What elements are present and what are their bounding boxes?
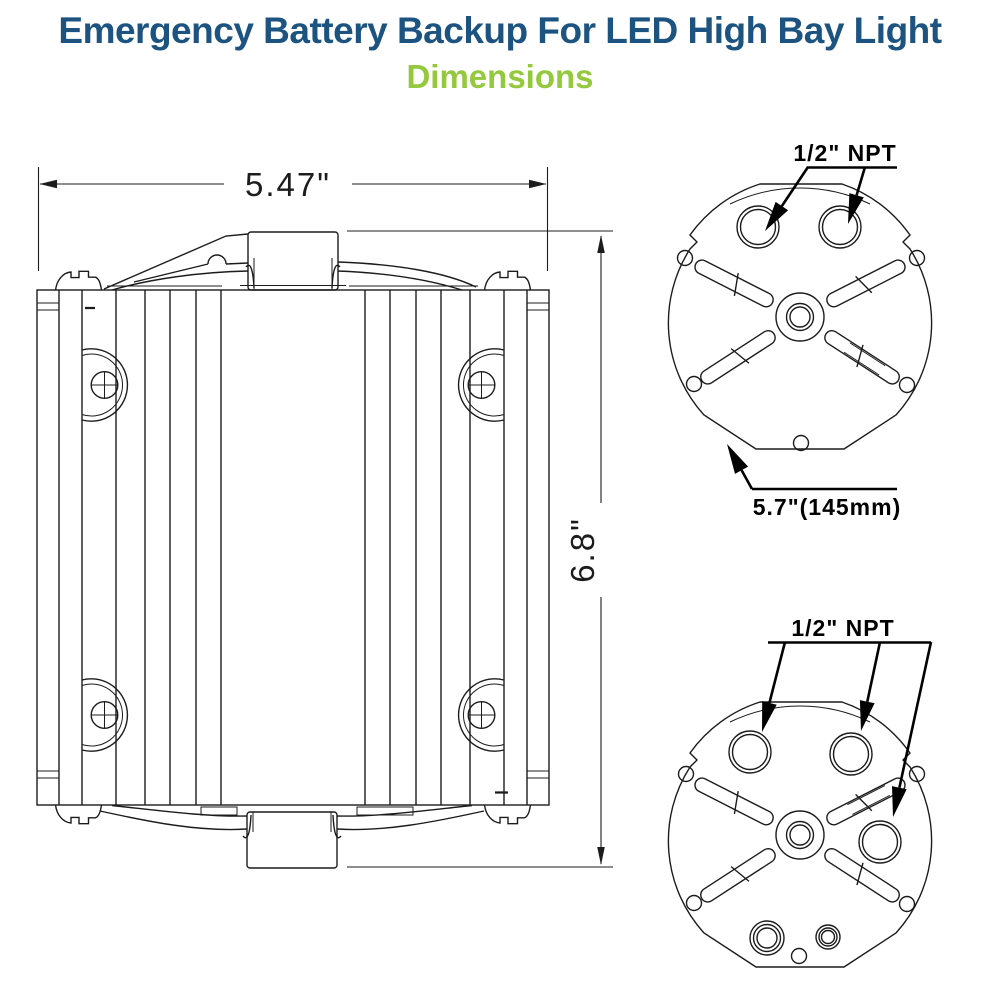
top-view-diameter-callout: 5.7"(145mm)	[727, 444, 901, 520]
top-view-npt-label: 1/2" NPT	[793, 140, 896, 166]
bottom-view-npt-callout: 1/2" NPT	[762, 615, 933, 817]
bottom-view-npt-label: 1/2" NPT	[791, 615, 894, 641]
header: Emergency Battery Backup For LED High Ba…	[0, 0, 1000, 96]
top-view-drawing: 1/2" NPT 5.7"(145mm)	[667, 140, 933, 520]
top-view-diameter-label: 5.7"(145mm)	[753, 494, 901, 520]
cable-gland-large	[749, 920, 785, 956]
page-title: Emergency Battery Backup For LED High Ba…	[58, 10, 942, 51]
top-view-npt-callout: 1/2" NPT	[765, 140, 897, 231]
screw-boss-top-right	[457, 348, 505, 422]
top-bracket	[103, 231, 477, 291]
page-subtitle: Dimensions	[406, 58, 594, 95]
height-dimension-label: 6.8"	[564, 517, 601, 583]
cable-gland-small	[815, 924, 841, 950]
front-view-drawing	[36, 231, 550, 869]
screw-boss-bottom-left	[81, 678, 129, 752]
width-dimension: 5.47"	[37, 166, 549, 271]
bottom-bracket	[99, 804, 485, 869]
height-dimension: 6.8"	[347, 230, 613, 868]
screw-boss-top-left	[81, 348, 129, 422]
screw-boss-bottom-right	[457, 678, 505, 752]
bottom-view-drawing: 1/2" NPT	[667, 615, 933, 968]
width-dimension-label: 5.47"	[245, 166, 331, 203]
